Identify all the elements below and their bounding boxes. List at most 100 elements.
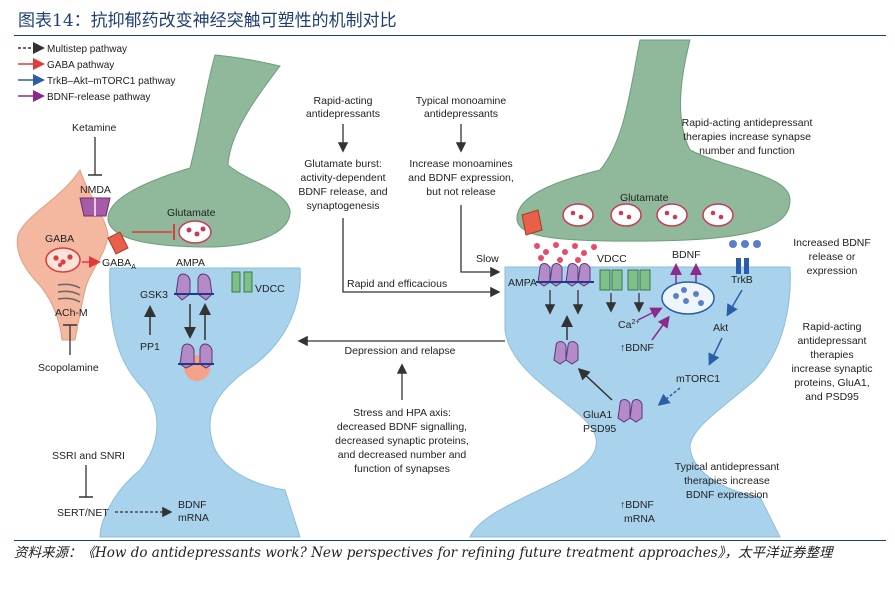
- released-glutamate-dots-icon: [534, 242, 597, 263]
- svg-text:BDNF release, and: BDNF release, and: [298, 186, 387, 198]
- svg-text:Rapid-acting antidepressant: Rapid-acting antidepressant: [682, 117, 813, 129]
- nmda-receptor-icon: [79, 197, 111, 217]
- svg-text:GABA pathway: GABA pathway: [47, 60, 114, 71]
- left-internal-ampa-icon: [178, 343, 214, 381]
- svg-text:but not release: but not release: [426, 186, 496, 198]
- gabaa-label: GABAA: [102, 257, 136, 271]
- svg-text:Stress and HPA axis:: Stress and HPA axis:: [353, 407, 451, 419]
- typical-antidepressants-label: antidepressants: [424, 108, 498, 120]
- right-gabaa-receptor-icon: [521, 209, 543, 236]
- svg-text:synaptogenesis: synaptogenesis: [307, 200, 380, 212]
- title-rule: [14, 35, 886, 36]
- right-glutamate-vesicles-icon: [562, 203, 734, 227]
- slow-arrow: [460, 205, 501, 278]
- legend-item-trkb: TrkB–Akt–mTORC1 pathway: [18, 74, 175, 87]
- right-vdcc-channels-icon: [599, 269, 651, 291]
- svg-text:decreased BDNF signalling,: decreased BDNF signalling,: [337, 421, 467, 433]
- source-note: 资料来源：《How do antidepressants work? New p…: [14, 545, 833, 561]
- right-ampa-receptors-icon: [536, 263, 594, 287]
- ach-m-label: ACh-M: [55, 307, 88, 319]
- svg-text:BDNF-release pathway: BDNF-release pathway: [47, 92, 150, 103]
- figure-title: 图表14：抗抑郁药改变神经突触可塑性的机制对比: [18, 11, 397, 31]
- svg-text:proteins, GluA1,: proteins, GluA1,: [794, 377, 869, 389]
- typical-monoamine-label: Typical monoamine: [416, 95, 507, 107]
- left-mrna-label: mRNA: [178, 512, 209, 524]
- slow-label: Slow: [476, 253, 499, 265]
- note-synapse-number: Rapid-acting antidepressant therapies in…: [682, 117, 813, 157]
- left-bdnf-label: BDNF: [178, 499, 207, 511]
- rapid-acting-label: Rapid-acting: [314, 95, 373, 107]
- left-vdcc-channel-icon: [231, 271, 253, 293]
- note-typical-therapies: Typical antidepressant therapies increas…: [675, 461, 780, 501]
- trkb-ligand-dots-icon: [729, 240, 761, 248]
- depression-relapse-label: Depression and relapse: [345, 345, 456, 357]
- svg-text:activity-dependent: activity-dependent: [300, 172, 385, 184]
- svg-text:and decreased number and: and decreased number and: [338, 449, 467, 461]
- calcium-label: Ca2+: [618, 319, 639, 331]
- svg-text:release or: release or: [809, 251, 856, 263]
- glutamate-burst-text: Glutamate burst: activity-dependent BDNF…: [298, 158, 387, 212]
- right-ampa-label: AMPA: [508, 277, 537, 289]
- svg-text:Multistep pathway: Multistep pathway: [47, 44, 127, 55]
- svg-text:Glutamate burst:: Glutamate burst:: [304, 158, 382, 170]
- svg-text:and BDNF expression,: and BDNF expression,: [408, 172, 514, 184]
- left-postsynaptic-neuron: [99, 267, 301, 538]
- svg-text:antidepressant: antidepressant: [798, 335, 867, 347]
- mtorc1-label: mTORC1: [676, 373, 720, 385]
- svg-text:expression: expression: [807, 265, 858, 277]
- left-ampa-label: AMPA: [176, 257, 205, 269]
- legend: Multistep pathway GABA pathway TrkB–Akt–…: [18, 42, 175, 103]
- gabaa-receptor-icon: [107, 231, 129, 255]
- svg-text:decreased synaptic proteins,: decreased synaptic proteins,: [335, 435, 469, 447]
- pp1-label: PP1: [140, 341, 160, 353]
- right-postsynaptic-neuron: [469, 266, 791, 538]
- source-rule: [14, 540, 886, 541]
- legend-item-gaba: GABA pathway: [18, 58, 114, 71]
- up-bdnf-mrna-label: ↑BDNF: [620, 499, 654, 511]
- svg-text:therapies: therapies: [810, 349, 853, 361]
- left-glutamate-label: Glutamate: [167, 207, 216, 219]
- ketamine-label: Ketamine: [72, 122, 117, 134]
- akt-label: Akt: [713, 322, 728, 334]
- left-ampa-receptor-icon: [174, 273, 214, 301]
- glutamate-vesicle-icon: [178, 220, 212, 244]
- nmda-label: NMDA: [80, 184, 111, 196]
- svg-text:TrkB–Akt–mTORC1 pathway: TrkB–Akt–mTORC1 pathway: [47, 76, 175, 87]
- up-bdnf-label: ↑BDNF: [620, 342, 654, 354]
- right-internal-ampa-icon: [553, 341, 579, 365]
- left-vdcc-label: VDCC: [255, 283, 285, 295]
- trkb-receptor-icon: [736, 258, 749, 274]
- svg-text:Increase monoamines: Increase monoamines: [409, 158, 512, 170]
- gaba-label: GABA: [45, 233, 74, 245]
- svg-text:Rapid-acting: Rapid-acting: [803, 321, 862, 333]
- right-presynaptic-terminal: [516, 39, 791, 242]
- svg-text:increase synaptic: increase synaptic: [791, 363, 872, 375]
- note-increased-bdnf: Increased BDNF release or expression: [793, 237, 871, 277]
- svg-text:function of synapses: function of synapses: [354, 463, 450, 475]
- left-presynaptic-terminal: [107, 54, 291, 248]
- right-bdnf-label: BDNF: [672, 249, 701, 261]
- svg-text:number and function: number and function: [699, 145, 795, 157]
- gaba-vesicle-icon: [45, 247, 81, 273]
- glua1-receptor-icon: [617, 399, 643, 423]
- bdnf-vesicle-icon: [661, 281, 715, 315]
- increase-monoamines-text: Increase monoamines and BDNF expression,…: [408, 158, 514, 198]
- legend-item-bdnf-release: BDNF-release pathway: [18, 90, 150, 103]
- right-glutamate-label: Glutamate: [620, 192, 669, 204]
- right-vdcc-label: VDCC: [597, 253, 627, 265]
- svg-text:and PSD95: and PSD95: [805, 391, 859, 403]
- svg-text:Typical antidepressant: Typical antidepressant: [675, 461, 780, 473]
- right-mrna-label: mRNA: [624, 513, 655, 525]
- trkb-label: TrkB: [731, 274, 753, 286]
- rapid-antidepressants-label: antidepressants: [306, 108, 380, 120]
- svg-text:therapies increase: therapies increase: [684, 475, 770, 487]
- svg-text:BDNF expression: BDNF expression: [686, 489, 768, 501]
- ach-m-receptor-icon: [57, 283, 81, 303]
- note-synaptic-proteins: Rapid-acting antidepressant therapies in…: [791, 321, 872, 403]
- legend-item-multistep: Multistep pathway: [18, 42, 127, 55]
- psd95-label: PSD95: [583, 423, 616, 435]
- svg-text:therapies increase synapse: therapies increase synapse: [683, 131, 811, 143]
- svg-text:Increased BDNF: Increased BDNF: [793, 237, 871, 249]
- sert-net-label: SERT/NET: [57, 507, 109, 519]
